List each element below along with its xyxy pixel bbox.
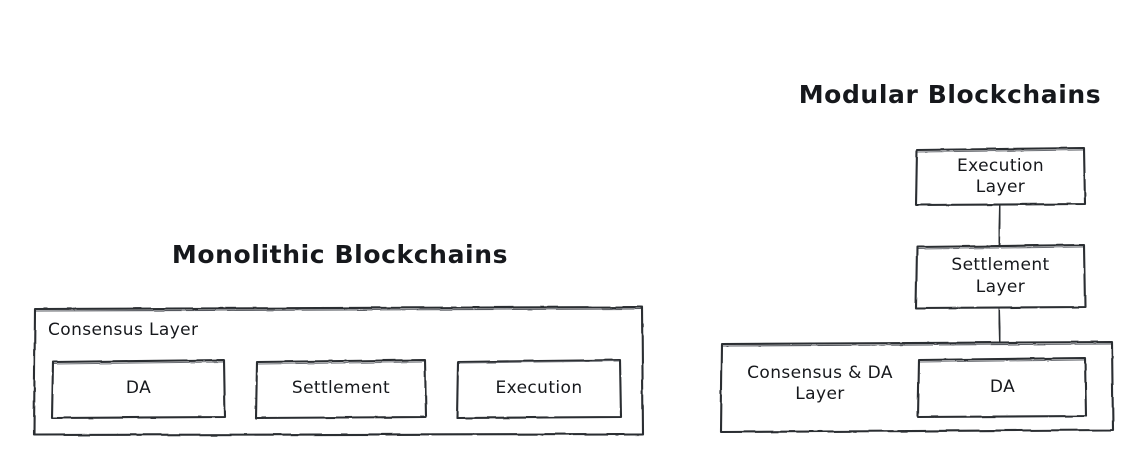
modular-box-da-label: DA	[989, 377, 1016, 398]
connector-settlement-to-consensus	[998, 307, 1001, 344]
modular-box-da-outline	[916, 356, 1088, 419]
modular-box-execution-layer-outline	[914, 146, 1087, 207]
connector-execution-to-settlement	[998, 204, 1001, 247]
monolithic-box-settlement-outline	[254, 358, 428, 420]
monolithic-box-da-label: DA	[125, 378, 152, 399]
monolithic-panel-label: Consensus Layer	[48, 320, 199, 340]
modular-box-settlement-layer-outline	[914, 243, 1087, 310]
modular-box-settlement-layer-label: Settlement Layer	[951, 255, 1050, 297]
modular-box-execution-layer-label: Execution Layer	[956, 155, 1045, 197]
monolithic-box-da-outline	[50, 358, 227, 420]
modular-panel-label: Consensus & DA Layer	[747, 363, 893, 405]
modular-panel-outline	[719, 340, 1115, 434]
monolithic-box-execution-outline	[455, 358, 623, 420]
modular-title: Modular Blockchains	[798, 80, 1102, 109]
monolithic-box-execution-label: Execution	[495, 378, 583, 399]
monolithic-title: Monolithic Blockchains	[171, 240, 509, 269]
monolithic-panel-outline	[32, 305, 645, 437]
monolithic-box-settlement-label: Settlement	[291, 378, 391, 399]
